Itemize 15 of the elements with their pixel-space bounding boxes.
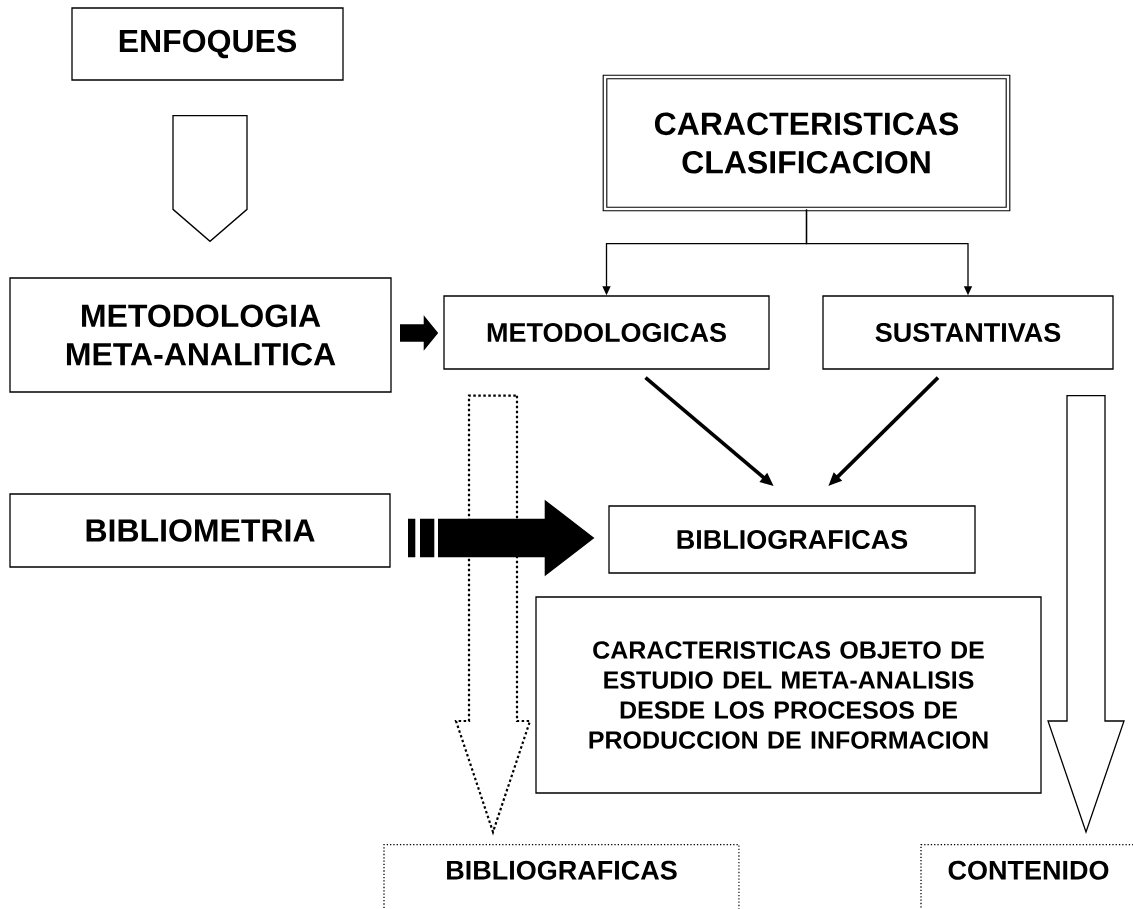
block-arrow [1047,395,1125,834]
process-box: BIBLIOMETRIA [9,493,391,568]
block-arrow [454,394,532,836]
process-box: METODOLOGICAS [443,295,770,370]
block-arrow [400,315,439,351]
block-arrow [408,499,595,577]
double-bordered-box: CARACTERISTICAS CLASIFICACION [602,74,1011,212]
process-box: METODOLOGIA META-ANALITICA [9,277,392,393]
process-box: CARACTERISTICAS OBJETO DE ESTUDIO DEL META-ANALISIS DESDE LOS PROCESOS DE PRODUCCION DE INFORMACION [535,596,1042,794]
process-box: ENFOQUES [71,7,344,81]
process-box: BIBLIOGRAFICAS [608,505,976,574]
process-box: SUSTANTIVAS [822,295,1114,370]
block-arrow [172,115,248,243]
dotted-box: CONTENIDO [920,844,1133,909]
dotted-box: BIBLIOGRAFICAS [383,844,740,909]
